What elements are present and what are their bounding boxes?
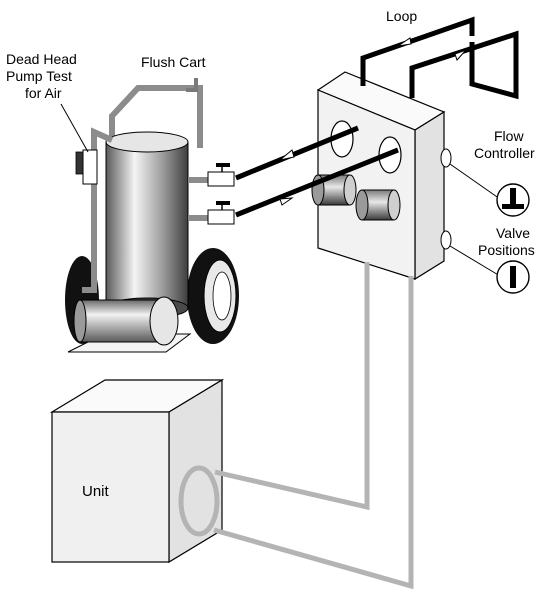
valve-positions-label-line1: Valve	[496, 225, 530, 241]
box-cylinder-left	[311, 174, 357, 206]
shutoff-valve-bottom	[207, 201, 235, 225]
flow-controller-label-line1: Flow	[494, 128, 524, 144]
dead-head-label-line1: Dead Head	[6, 51, 77, 67]
flow-controller-box	[311, 71, 452, 281]
flow-controller-label-line2: Controller	[474, 145, 535, 161]
box-cylinder-right	[355, 189, 401, 221]
loop-arrows	[397, 37, 467, 61]
leader-line	[449, 245, 501, 277]
valve-position-bypass-icon	[496, 183, 530, 217]
dead-head-label-line3: for Air	[25, 85, 62, 101]
pump	[73, 296, 179, 346]
valve-port-top	[440, 148, 452, 168]
leader-line	[449, 163, 501, 200]
supply-return-pipes	[235, 125, 399, 218]
dead-head-label-line2: Pump Test	[6, 68, 72, 84]
unit-inlet-ring	[178, 465, 220, 537]
flush-cart-label: Flush Cart	[141, 54, 206, 70]
dead-head-gauge	[82, 149, 98, 185]
pipe-arrows	[279, 149, 295, 206]
valve-port-bottom	[440, 230, 452, 250]
flush-cart	[65, 78, 239, 353]
valve-positions-label-line2: Positions	[478, 242, 535, 258]
tank	[105, 131, 189, 319]
unit-hoses	[213, 262, 414, 590]
valve-position-open-icon	[496, 260, 530, 294]
shutoff-valve-top	[207, 163, 235, 187]
loop-label: Loop	[386, 8, 417, 24]
unit-label: Unit	[82, 483, 110, 500]
loop-pipes	[360, 16, 519, 100]
dead-head-leader	[60, 103, 89, 153]
